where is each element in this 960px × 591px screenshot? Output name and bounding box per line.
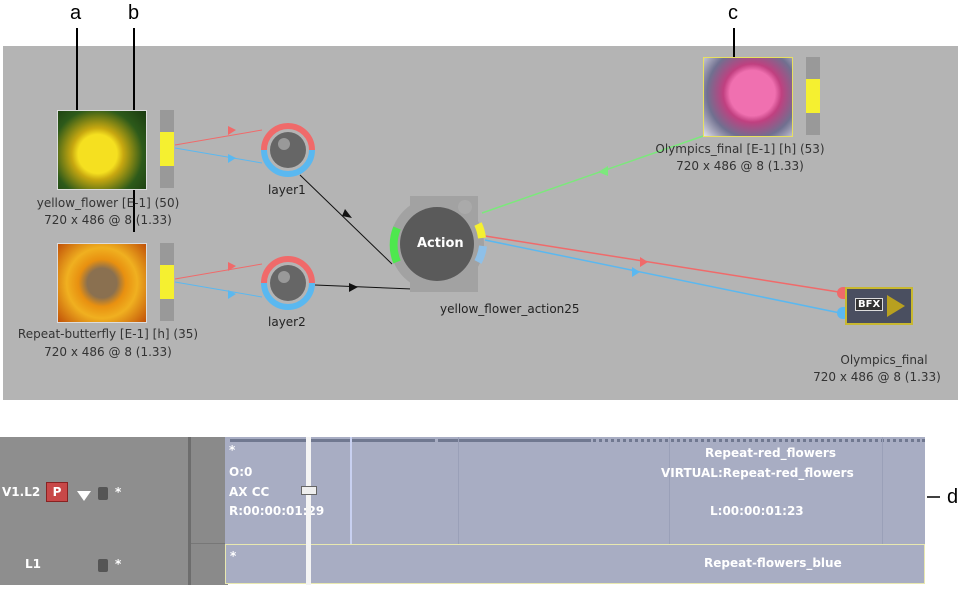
callout-a: a [70, 2, 82, 24]
track-star: * [115, 485, 122, 499]
link-red [174, 129, 263, 146]
yellow-flower-name: yellow_flower [E-1] (50) [36, 196, 180, 210]
track-lock-icon[interactable] [98, 487, 108, 500]
track-v1l2-label: V1.L2 [2, 485, 41, 499]
clip-star: * [230, 549, 237, 563]
output-res: 720 x 486 @ 8 (1.33) [813, 370, 941, 384]
track-dropdown-icon[interactable] [77, 491, 91, 501]
clip-name: Repeat-flowers_blue [704, 556, 842, 570]
track-headers [0, 437, 188, 585]
clip-length: L:00:00:01:23 [710, 504, 804, 518]
track-lock-icon[interactable] [98, 559, 108, 572]
layer1-label: layer1 [268, 183, 306, 197]
clip-mode: AX CC [229, 485, 270, 499]
clip-virtual-name: VIRTUAL:Repeat-red_flowers [661, 466, 854, 480]
action-node-name: yellow_flower_action25 [440, 302, 580, 316]
butterfly-thumbnail[interactable] [57, 243, 147, 323]
clip-repeat-red-flowers[interactable]: * O:0 AX CC R:00:00:01:29 Repeat-red_flo… [225, 437, 925, 544]
link-red [174, 263, 263, 280]
link-blue [174, 147, 263, 164]
link-red-out [484, 235, 846, 294]
butterfly-output-tab[interactable] [160, 243, 174, 321]
clip-record-time: R:00:00:01:29 [229, 504, 325, 518]
red-input-port[interactable] [837, 287, 845, 299]
playhead-handle[interactable] [301, 486, 317, 495]
link-blue [174, 281, 263, 298]
link-green [481, 134, 707, 214]
olympics-output-tab[interactable] [806, 57, 820, 135]
olympics-source-name: Olympics_final [E-1] [h] (53) [655, 142, 825, 156]
clip-name: Repeat-red_flowers [705, 446, 836, 460]
timeline: V1.L2 P * L1 * * O:0 AX CC R:00:00:01:29… [0, 437, 925, 585]
track-divider [188, 437, 228, 585]
bfx-badge: BFX [855, 298, 884, 311]
link-blue-out [484, 239, 846, 315]
link-layer2-action [314, 284, 413, 290]
clip-repeat-flowers-blue[interactable]: * Repeat-flowers_blue [225, 544, 925, 584]
track-l1-label: L1 [25, 557, 41, 571]
link-layer1-action [299, 174, 393, 265]
layer2-label: layer2 [268, 315, 306, 329]
yellow-flower-output-tab[interactable] [160, 110, 174, 188]
action-node [389, 196, 487, 292]
layer2-node [261, 256, 315, 310]
callout-b: b [128, 2, 140, 24]
bfx-output-node[interactable]: BFX [845, 287, 913, 325]
action-button-label[interactable]: Action [417, 236, 464, 251]
butterfly-res: 720 x 486 @ 8 (1.33) [44, 345, 172, 359]
output-name: Olympics_final [840, 353, 928, 367]
layer1-node [261, 123, 315, 177]
yellow-flower-thumbnail[interactable] [57, 110, 147, 190]
clip-star: * [229, 443, 236, 457]
clip-offset: O:0 [229, 465, 253, 479]
track-star: * [115, 557, 122, 571]
playhead[interactable] [306, 437, 311, 585]
olympics-source-thumbnail[interactable] [703, 57, 793, 137]
callout-d: d [947, 486, 959, 508]
callout-c: c [728, 2, 738, 24]
play-icon [887, 295, 905, 317]
olympics-source-res: 720 x 486 @ 8 (1.33) [676, 159, 804, 173]
yellow-flower-res: 720 x 486 @ 8 (1.33) [44, 213, 172, 227]
butterfly-name: Repeat-butterfly [E-1] [h] (35) [17, 327, 199, 341]
primary-track-button[interactable]: P [46, 482, 68, 502]
blue-input-port[interactable] [837, 307, 845, 319]
